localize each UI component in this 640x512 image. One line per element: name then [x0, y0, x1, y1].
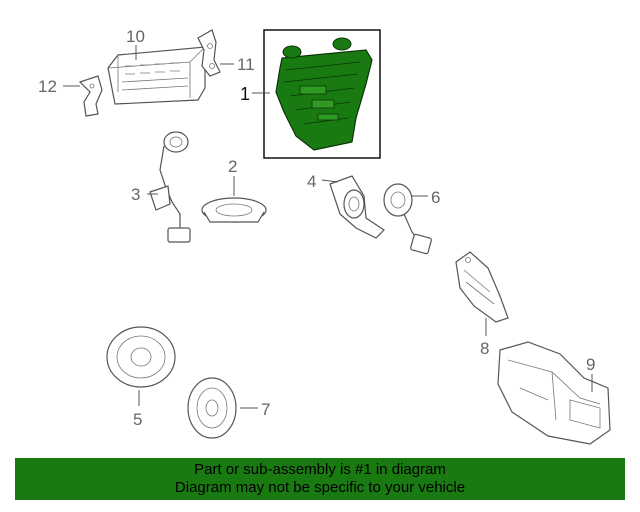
part-8-mount[interactable] [455, 251, 509, 323]
part-11-bracket[interactable] [197, 29, 221, 77]
banner-line-2: Diagram may not be specific to your vehi… [174, 479, 466, 496]
banner-line-1: Part or sub-assembly is #1 in diagram [194, 461, 446, 478]
callout-8: 8 [480, 339, 489, 358]
callout-7: 7 [261, 400, 270, 419]
part-9-enclosure[interactable] [497, 341, 611, 445]
part-6-speaker-connector[interactable] [383, 183, 432, 255]
info-banner: Part or sub-assembly is #1 in diagram Di… [15, 458, 625, 500]
callout-4: 4 [307, 172, 316, 191]
part-10-amplifier[interactable] [107, 46, 206, 105]
part-3-tweeter[interactable] [149, 131, 191, 243]
callout-10: 10 [126, 27, 145, 46]
part-1-control-panel[interactable] [275, 37, 373, 151]
callout-5: 5 [133, 410, 142, 429]
part-4-speaker-bracket[interactable] [329, 175, 385, 239]
leader-4 [321, 179, 339, 183]
part-12-bracket[interactable] [78, 75, 103, 117]
part-5-speaker[interactable] [106, 326, 176, 388]
part-7-speaker[interactable] [187, 377, 237, 439]
callout-2: 2 [228, 157, 237, 176]
callout-1: 1 [240, 84, 250, 104]
callout-11: 11 [237, 55, 255, 74]
callout-6: 6 [431, 188, 440, 207]
parts-diagram: 10 11 12 1 3 2 [38, 27, 611, 445]
callout-3: 3 [131, 185, 140, 204]
callout-12: 12 [38, 77, 57, 96]
callout-9: 9 [586, 355, 595, 374]
part-2-speaker[interactable] [201, 197, 267, 223]
